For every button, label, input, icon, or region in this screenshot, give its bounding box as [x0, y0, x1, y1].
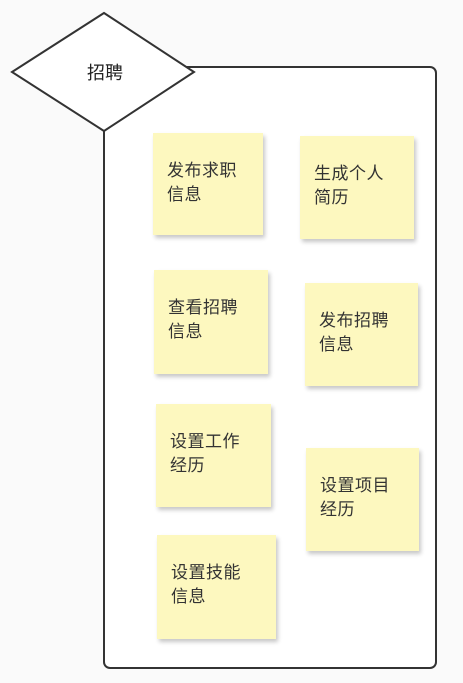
note-post-recruitment-info[interactable]: 发布招聘 信息 — [305, 283, 418, 386]
note-set-work-experience[interactable]: 设置工作 经历 — [156, 404, 271, 507]
group-label[interactable]: 招聘 — [87, 63, 123, 84]
note-set-project-experience[interactable]: 设置项目 经历 — [306, 448, 419, 551]
note-view-recruitment-info[interactable]: 查看招聘 信息 — [154, 270, 268, 374]
note-generate-resume[interactable]: 生成个人 简历 — [300, 136, 414, 239]
note-post-job-seeking-info[interactable]: 发布求职 信息 — [153, 133, 263, 235]
note-set-skill-info[interactable]: 设置技能 信息 — [157, 535, 276, 639]
